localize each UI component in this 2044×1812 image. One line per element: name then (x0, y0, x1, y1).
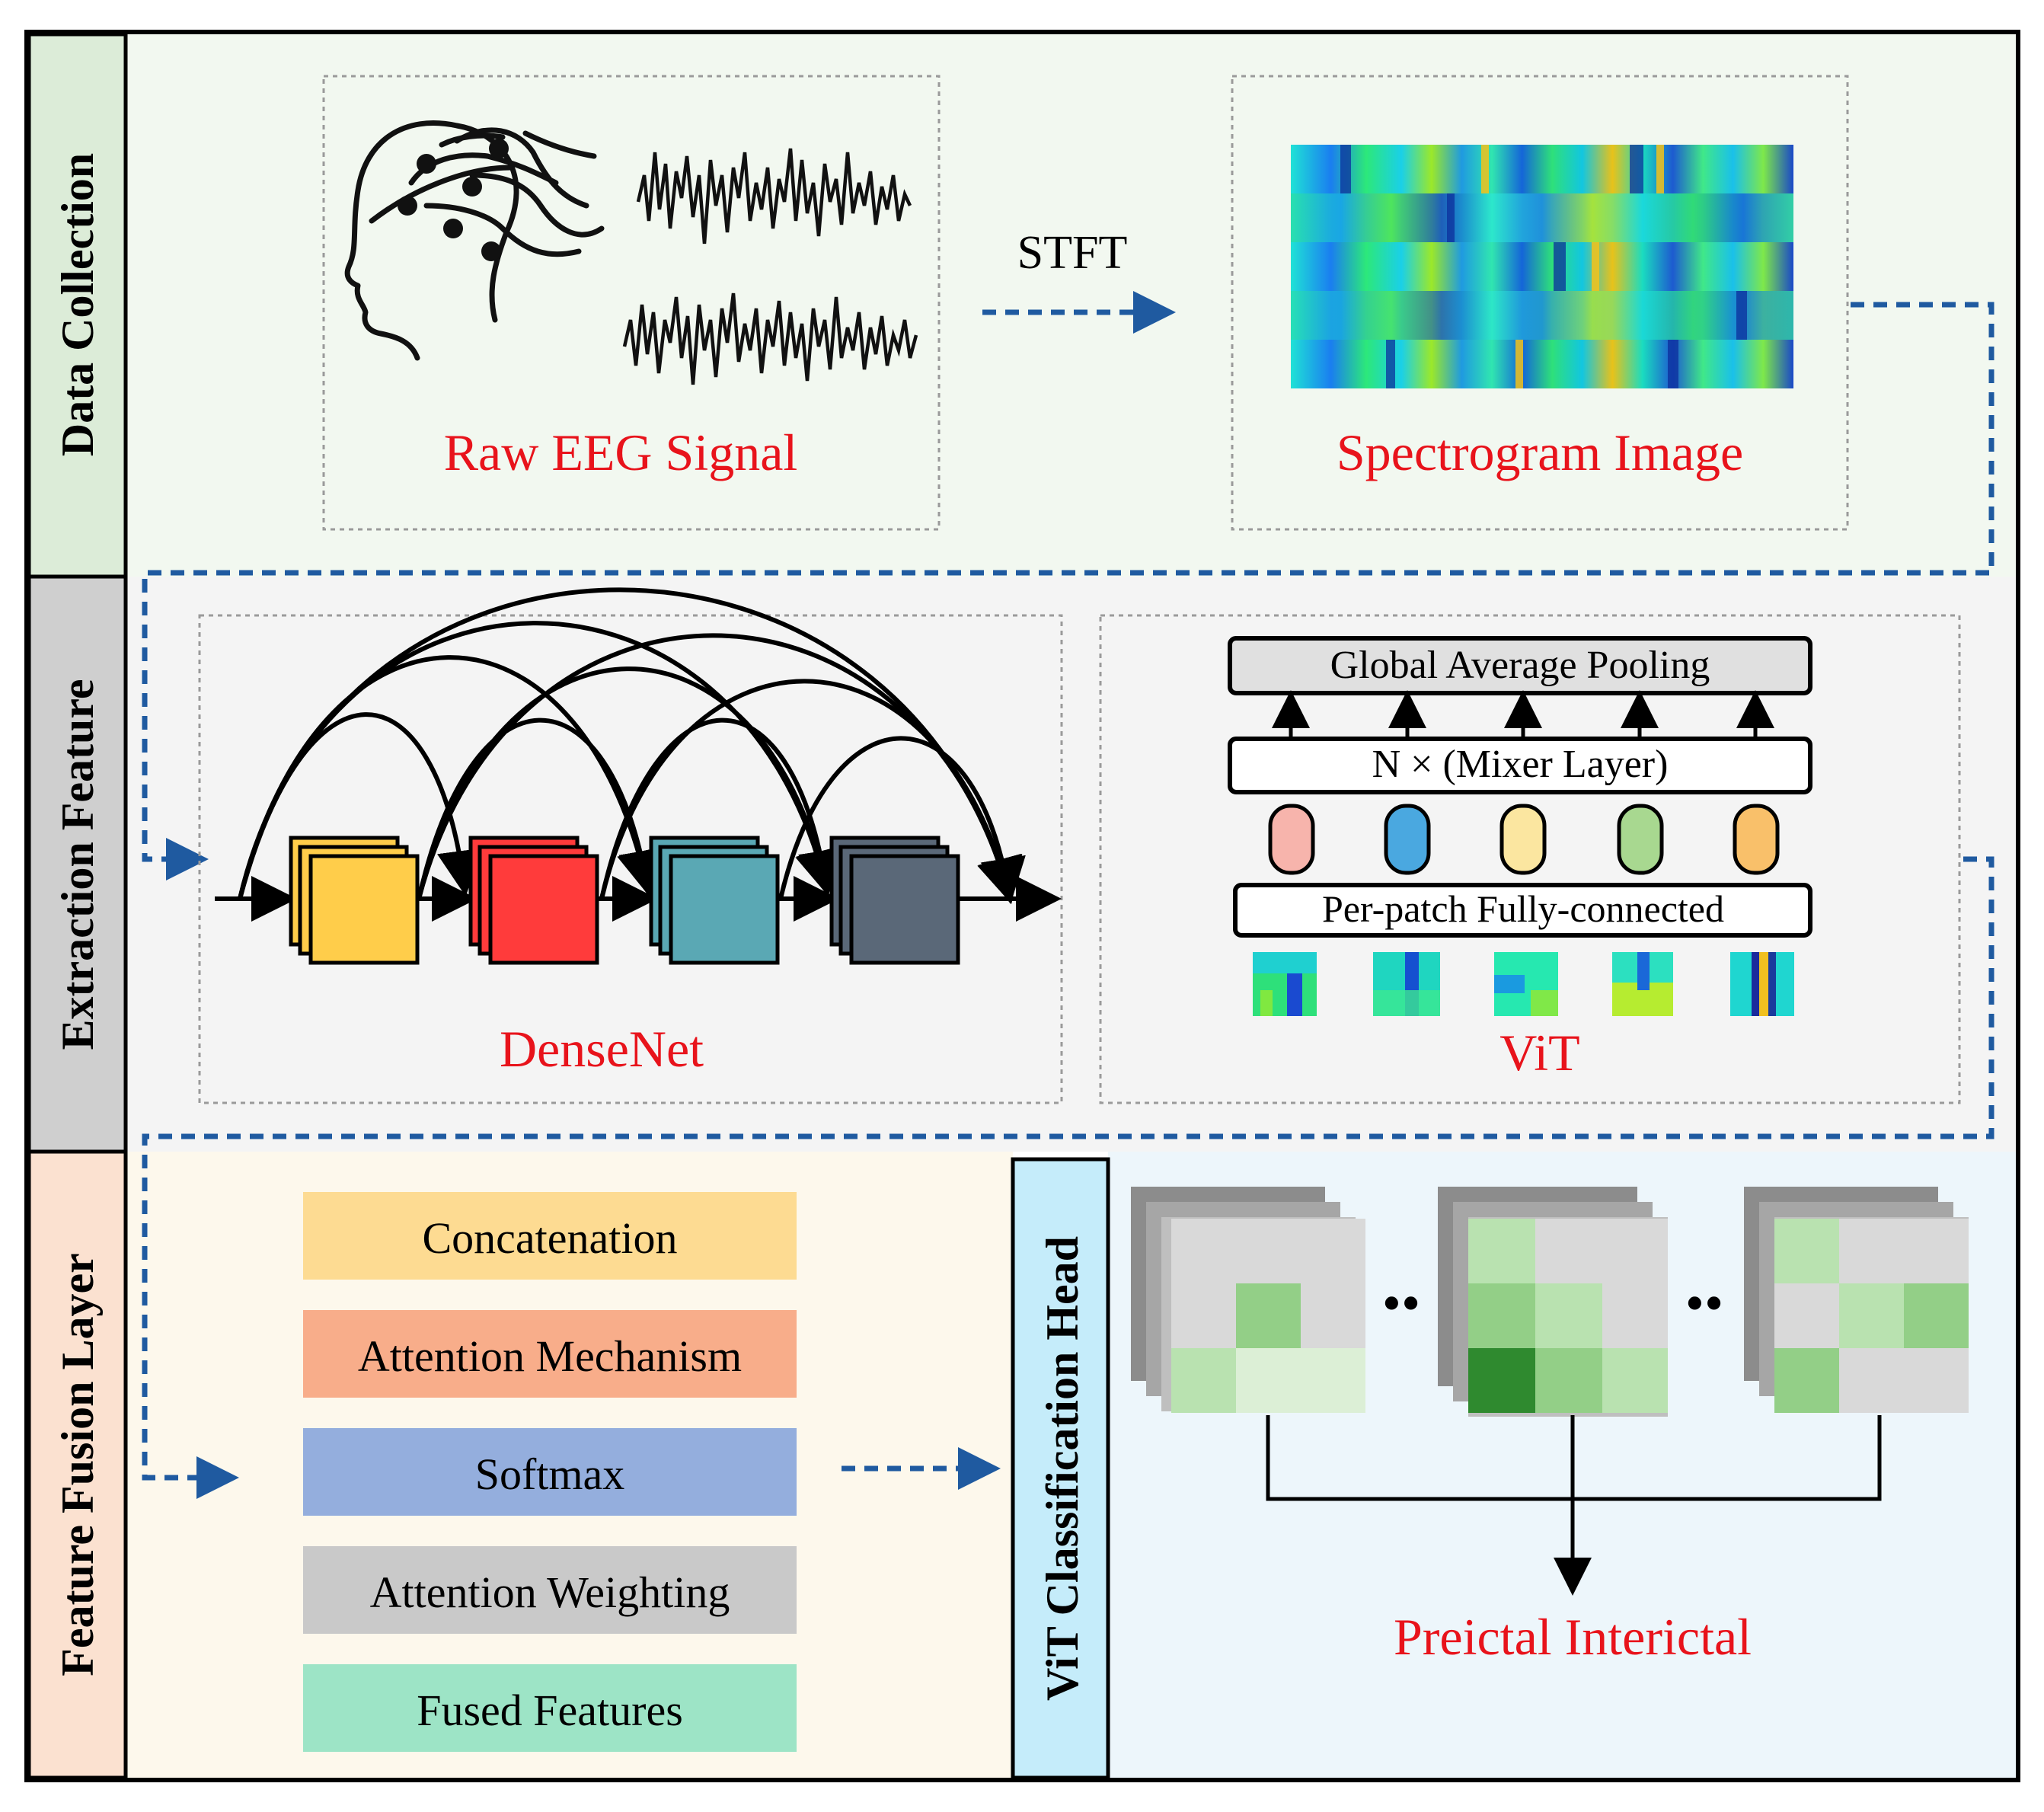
feature-map-stack-3 (1744, 1187, 1969, 1413)
vit-panel (1099, 614, 1961, 1104)
spectrogram-image (1291, 145, 1793, 388)
densenet-panel (198, 614, 1063, 1104)
stft-label: STFT (1017, 227, 1128, 279)
gap-label: Global Average Pooling (1330, 644, 1710, 687)
vit-label: ViT (1499, 1024, 1579, 1082)
section-label-extraction: Extraction Feature (53, 679, 103, 1050)
token-3 (1499, 804, 1547, 875)
classification-connector (1266, 1415, 1882, 1596)
mixer-box (1228, 737, 1812, 794)
patch-5 (1730, 952, 1794, 1016)
section-label-vit-head: ViT Classification Head (1037, 1236, 1087, 1701)
per-patch-label: Per-patch Fully-connected (1322, 887, 1724, 930)
fusion-step-concatenation (303, 1192, 797, 1280)
per-patch-box (1233, 883, 1812, 938)
dense-block-3 (649, 836, 780, 965)
output-label: Preictal Interictal (1394, 1608, 1752, 1666)
raw-eeg-label: Raw EEG Signal (444, 423, 798, 481)
spectrogram-label: Spectrogram Image (1337, 423, 1743, 481)
fusion-step-weighting-label: Attention Weighting (370, 1568, 730, 1617)
fusion-step-weighting (303, 1546, 797, 1634)
densenet-label: DenseNet (500, 1020, 704, 1078)
eeg-head-icon (344, 120, 605, 361)
image-patches (1253, 952, 1794, 1016)
fusion-step-softmax (303, 1428, 797, 1516)
fusion-step-attention (303, 1310, 797, 1398)
section-strip-vit-head (1011, 1157, 1110, 1780)
section-label-data-collection: Data Collection (53, 153, 103, 456)
ellipsis-2: •• (1685, 1273, 1723, 1334)
fusion-step-softmax-label: Softmax (475, 1449, 625, 1499)
fusion-step-attention-label: Attention Mechanism (358, 1331, 742, 1381)
mixer-up-arrows (1272, 690, 1774, 739)
dense-block-4 (829, 836, 960, 965)
raw-eeg-panel (322, 75, 941, 531)
spectrogram-panel (1231, 75, 1849, 531)
token-capsules (1268, 804, 1780, 875)
section-label-fusion: Feature Fusion Layer (53, 1253, 103, 1676)
dense-block-2 (468, 836, 599, 965)
ellipsis-1: •• (1382, 1273, 1420, 1334)
patch-3 (1494, 952, 1558, 1016)
feature-map-stack-2 (1438, 1187, 1668, 1417)
fusion-step-fused-label: Fused Features (417, 1686, 683, 1735)
token-4 (1617, 804, 1664, 875)
token-5 (1733, 804, 1780, 875)
densenet-skip-connections (238, 587, 1026, 904)
eeg-waveform-top (636, 148, 912, 244)
token-2 (1384, 804, 1431, 875)
fusion-step-fused (303, 1664, 797, 1752)
section-strip-fusion (27, 1149, 128, 1780)
patch-1 (1253, 952, 1317, 1016)
eeg-electrodes (398, 139, 509, 261)
flow-connector-1 (142, 302, 1994, 880)
fusion-steps: Concatenation Attention Mechanism Softma… (303, 1192, 797, 1752)
feature-map-stack-1 (1131, 1187, 1365, 1413)
outer-frame (24, 30, 2020, 1782)
mixer-label: N × (Mixer Layer) (1372, 743, 1669, 786)
fusion-step-concatenation-label: Concatenation (422, 1213, 677, 1263)
flow-connector-2 (142, 856, 1994, 1499)
dense-block-1 (289, 836, 420, 965)
token-1 (1268, 804, 1315, 875)
eeg-waveform-bottom (622, 292, 918, 385)
patch-2 (1373, 952, 1440, 1016)
patch-4 (1612, 952, 1673, 1016)
